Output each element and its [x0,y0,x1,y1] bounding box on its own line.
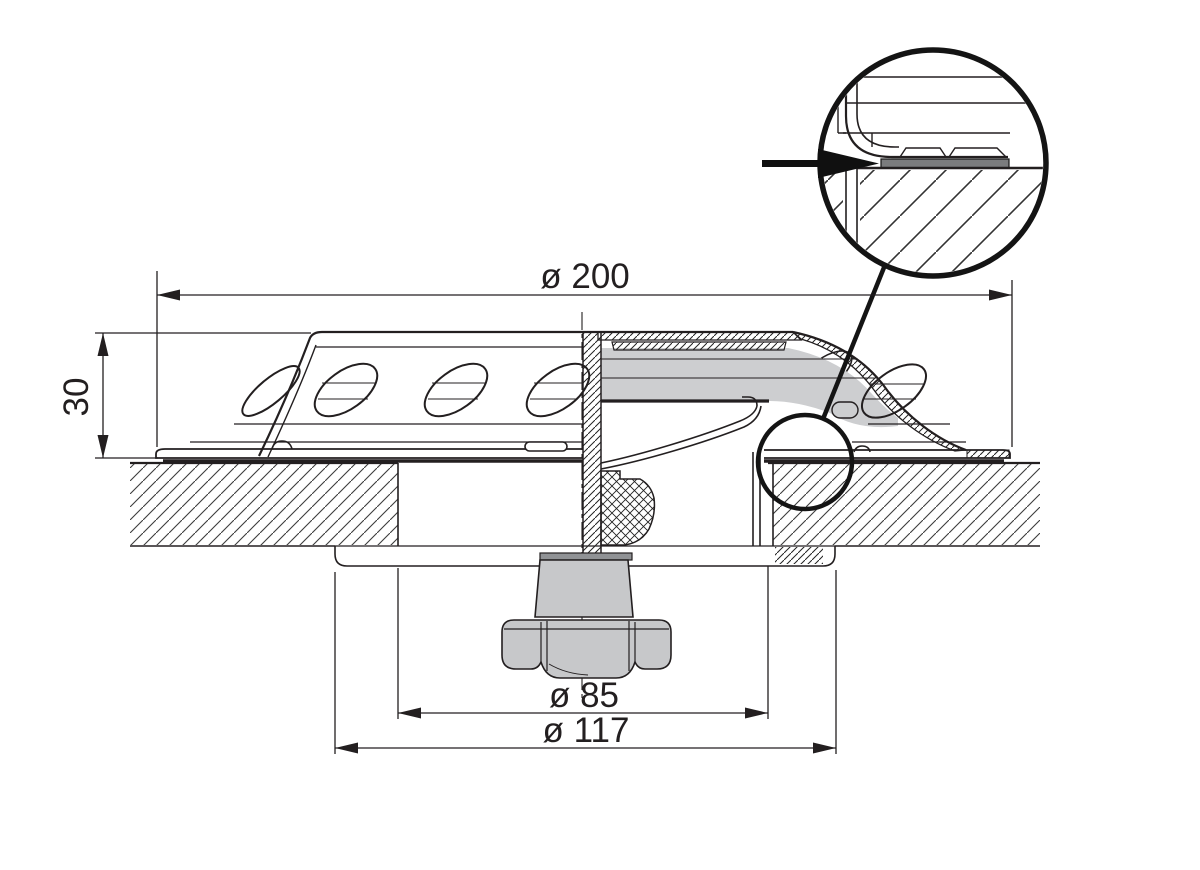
gasket-detail-fill [880,158,1010,169]
louver-openings [241,362,927,419]
cap-interior-fill [601,348,898,428]
dimension-label-overall-diameter: ø 200 [540,257,630,296]
dimension-label-flange-diameter: ø 117 [543,711,630,750]
pointer-arrow [762,149,879,178]
dimension-height [95,332,311,459]
detail-leader-line [820,264,888,420]
detail-callout [755,264,888,512]
threaded-stud-section [582,331,602,555]
dimensions [95,271,1013,754]
dimension-label-inner-diameter: ø 85 [549,676,619,715]
dimension-inner-diameter [397,566,769,719]
deck-hatch-right [773,464,1040,545]
detail-marker-circle [755,412,855,512]
dimension-label-height: 30 [57,378,96,417]
vent-cap [155,330,1011,463]
deck-hatch-left [130,464,398,545]
detail-view [762,47,1049,279]
rubber-seal-section [600,470,656,546]
dimension-flange-diameter [334,570,837,754]
deck-section [130,450,1040,547]
washer [539,552,633,561]
valve-assembly [600,396,762,546]
stud-and-knob [501,331,672,679]
knob-neck [534,559,634,618]
dimension-overall-diameter [156,271,1013,447]
